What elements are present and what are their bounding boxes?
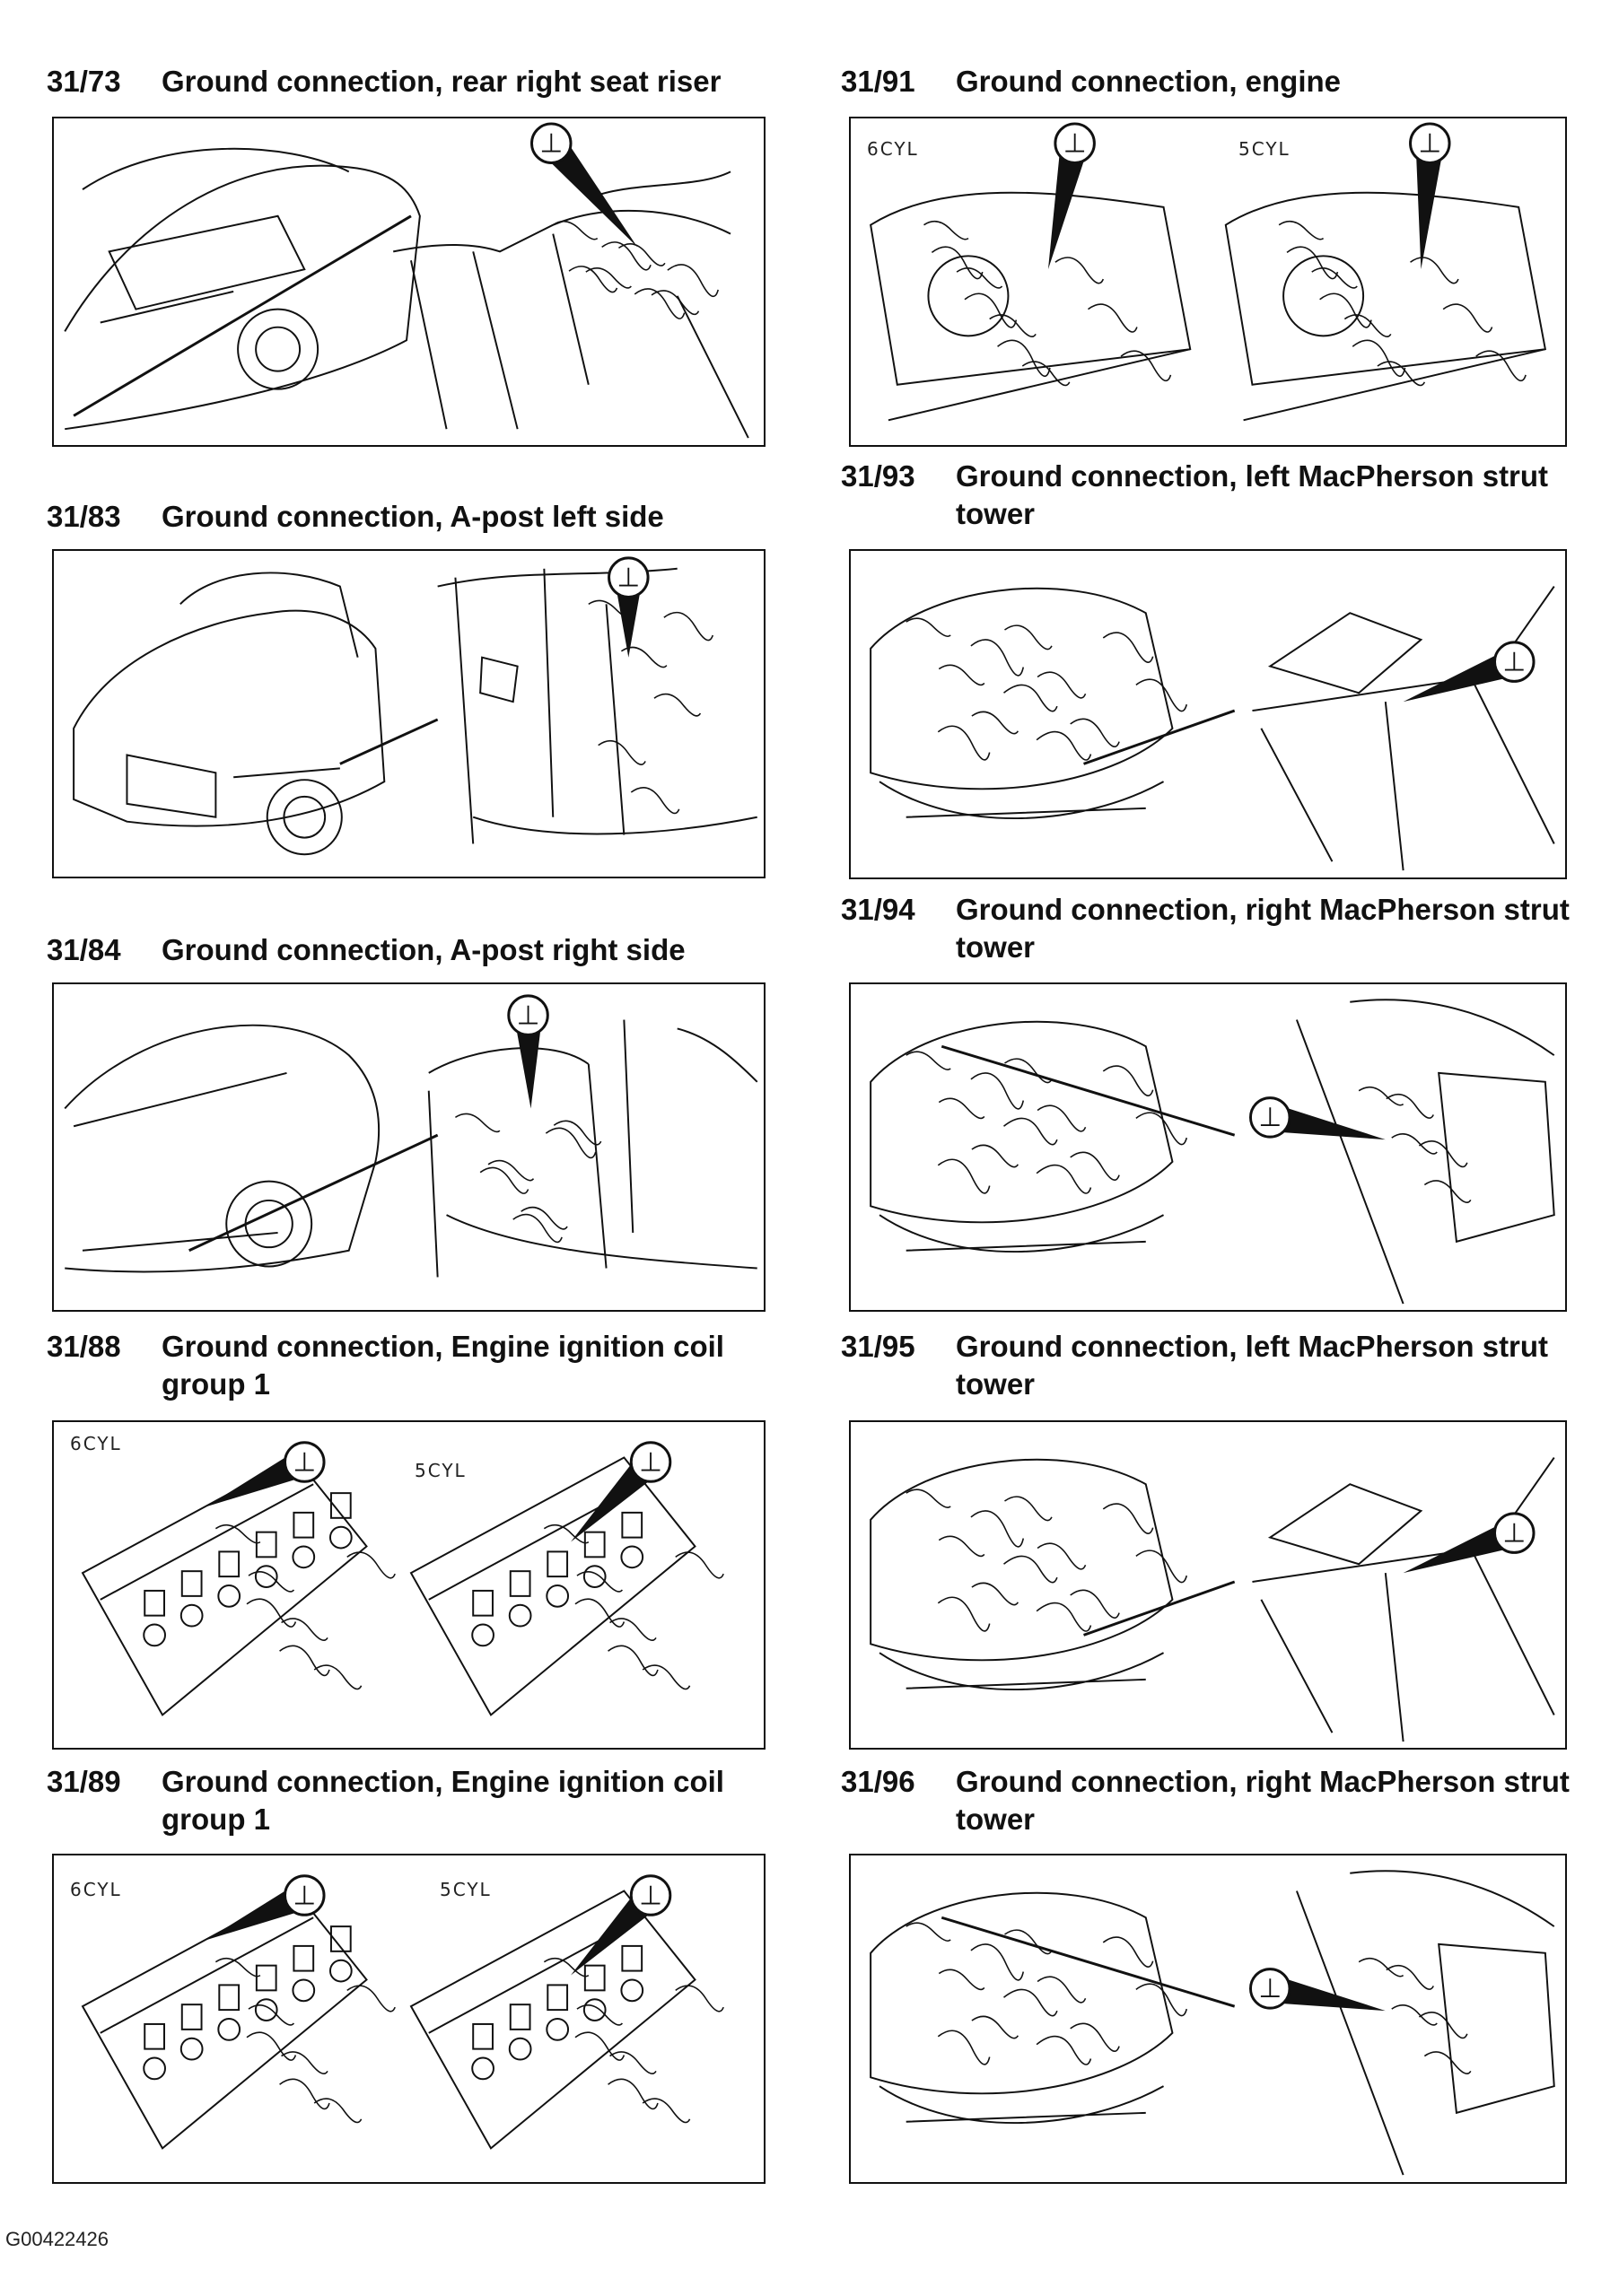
figure: ⊥ [849,1854,1567,2184]
entry-title: Ground connection, left MacPherson strut… [956,459,1549,530]
figure: ⊥ [52,982,766,1312]
variant-label: 6CYL [867,138,919,160]
entry-header: 31/96 Ground connection, right MacPherso… [841,1763,1577,1838]
svg-text:⊥: ⊥ [1418,127,1441,159]
entry-header: 31/84 Ground connection, A-post right si… [47,931,765,969]
entry-header: 31/89 Ground connection, Engine ignition… [47,1763,783,1838]
illustration: ⊥ [73,556,757,856]
svg-text:⊥: ⊥ [1502,646,1526,677]
entry-header: 31/88 Ground connection, Engine ignition… [47,1328,783,1403]
entry-code: 31/91 [841,65,915,98]
entry-header: 31/91 Ground connection, engine [841,63,1577,100]
variant-label: 6CYL [70,1433,122,1454]
variant-label: 5CYL [1238,138,1291,160]
illustration: ⊥ [870,1456,1555,1742]
figure: ⊥ [52,549,766,878]
entry-code: 31/83 [47,500,121,533]
variant-label: 5CYL [415,1460,467,1481]
figure: ⊥ [849,1420,1567,1750]
entry-code: 31/93 [841,459,915,493]
variant-label: 6CYL [70,1879,122,1900]
entry-header: 31/93 Ground connection, left MacPherson… [841,458,1577,533]
svg-text:⊥: ⊥ [639,1879,662,1910]
figure: ⊥ [849,982,1567,1312]
svg-text:⊥: ⊥ [617,562,640,593]
ground-symbol-icon: ⊥ [1409,122,1451,270]
entry-title: Ground connection, Engine ignition coil … [162,1765,724,1836]
entry-title: Ground connection, Engine ignition coil … [162,1330,724,1401]
entry-header: 31/94 Ground connection, right MacPherso… [841,891,1577,966]
illustration: ⊥⊥ [81,1441,724,1716]
svg-text:⊥: ⊥ [293,1879,316,1910]
entry-title: Ground connection, engine [956,65,1341,98]
figure: ⊥⊥ 6CYL 5CYL [849,117,1567,447]
entry-header: 31/73 Ground connection, rear right seat… [47,63,765,100]
ground-symbol-icon: ⊥ [1248,1968,1386,2012]
figure: ⊥⊥ 6CYL 5CYL [52,1420,766,1750]
entry-code: 31/96 [841,1765,915,1798]
ground-symbol-icon: ⊥ [530,122,638,248]
illustration: ⊥ [870,999,1555,1305]
svg-text:⊥: ⊥ [517,1000,540,1031]
ground-symbol-icon: ⊥ [1403,641,1536,703]
entry-code: 31/89 [47,1765,121,1798]
entry-code: 31/84 [47,933,121,966]
entry-title: Ground connection, left MacPherson strut… [956,1330,1549,1401]
ground-symbol-icon: ⊥ [206,1441,326,1506]
figure: ⊥ [52,117,766,447]
ground-symbol-icon: ⊥ [1047,122,1096,270]
svg-text:⊥: ⊥ [639,1445,662,1477]
ground-symbol-icon: ⊥ [1248,1096,1386,1140]
figure: ⊥⊥ 6CYL 5CYL [52,1854,766,2184]
svg-text:⊥: ⊥ [293,1445,316,1477]
image-code: G00422426 [5,2228,109,2250]
illustration: ⊥ [64,122,749,439]
ground-symbol-icon: ⊥ [571,1874,672,1976]
entry-header: 31/83 Ground connection, A-post left sid… [47,498,765,536]
ground-symbol-icon: ⊥ [206,1874,326,1940]
illustration: ⊥⊥ [870,122,1547,422]
entry-code: 31/73 [47,65,121,98]
ground-symbol-icon: ⊥ [571,1441,672,1542]
entry-code: 31/95 [841,1330,915,1363]
entry-title: Ground connection, right MacPherson stru… [956,1765,1570,1836]
illustration: ⊥ [870,1870,1555,2176]
svg-text:⊥: ⊥ [1258,1972,1282,2004]
svg-text:⊥: ⊥ [1063,127,1087,159]
ground-symbol-icon: ⊥ [1403,1512,1536,1574]
illustration: ⊥ [870,585,1555,871]
entry-code: 31/88 [47,1330,121,1363]
svg-text:⊥: ⊥ [1258,1101,1282,1132]
illustration: ⊥⊥ [81,1874,724,2150]
variant-label: 5CYL [440,1879,492,1900]
svg-text:⊥: ⊥ [1502,1517,1526,1549]
entry-code: 31/94 [841,893,915,926]
illustration: ⊥ [64,994,758,1278]
ground-symbol-icon: ⊥ [608,556,650,658]
entry-title: Ground connection, rear right seat riser [162,65,722,98]
svg-text:⊥: ⊥ [539,127,563,159]
ground-symbol-icon: ⊥ [507,994,549,1109]
entry-title: Ground connection, A-post left side [162,500,664,533]
entry-title: Ground connection, right MacPherson stru… [956,893,1570,964]
entry-title: Ground connection, A-post right side [162,933,686,966]
figure: ⊥ [849,549,1567,879]
entry-header: 31/95 Ground connection, left MacPherson… [841,1328,1577,1403]
